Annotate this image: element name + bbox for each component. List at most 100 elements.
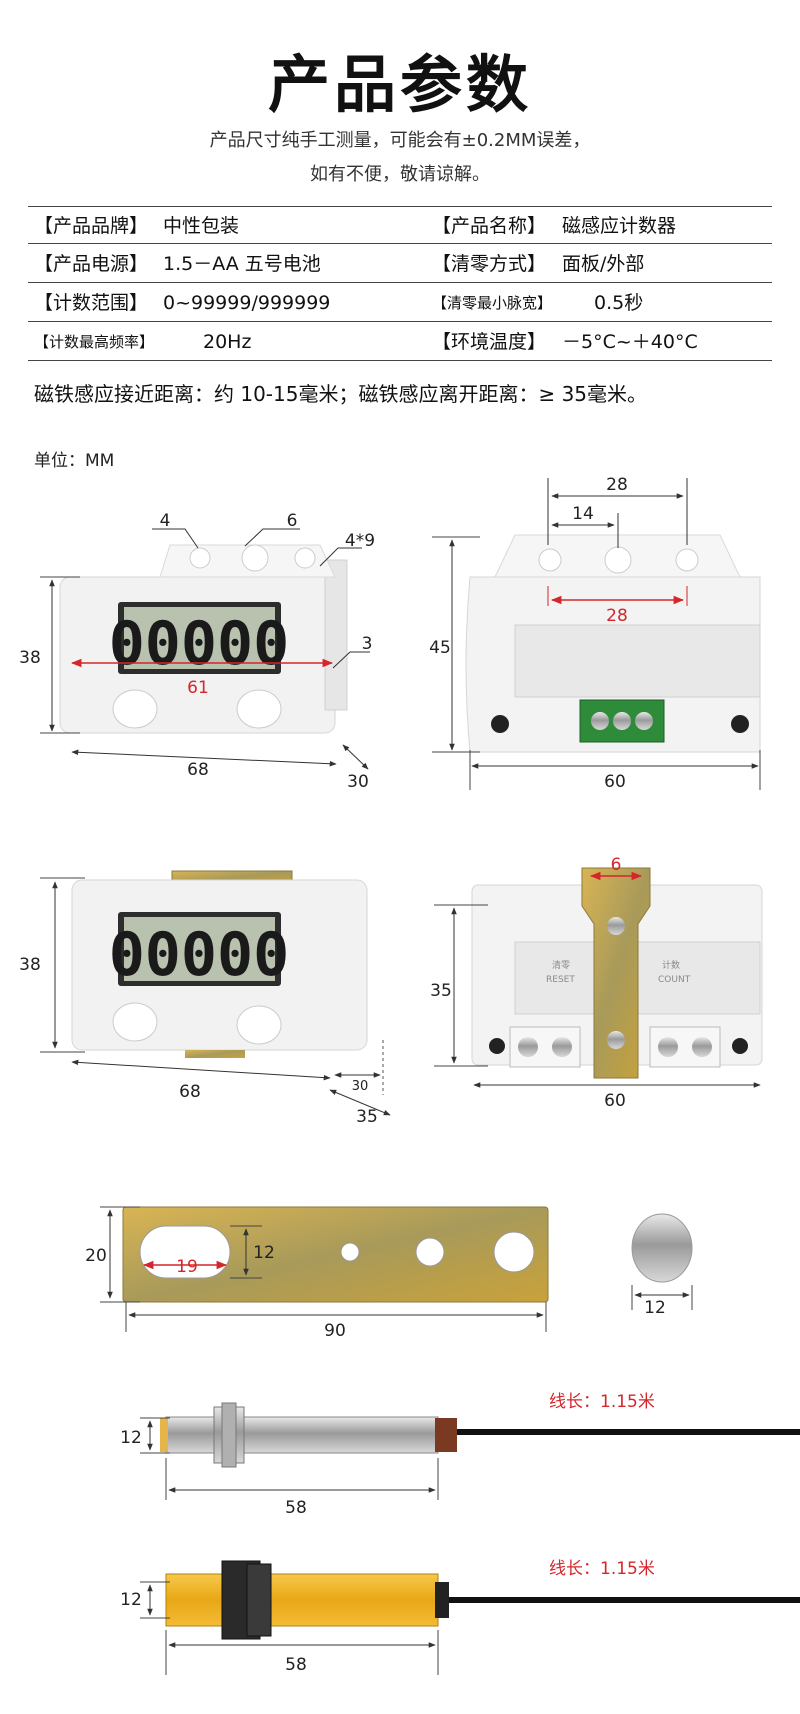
dim-label: 28 [606,475,628,495]
dim-label: 90 [324,1321,346,1341]
dim-label: 35 [356,1107,378,1127]
reset-button [112,1002,158,1042]
mount-hole [241,544,269,572]
reset-label: 清零 [552,959,570,971]
page-title: 产品参数 [267,48,532,121]
count-button [236,689,282,729]
spec-value: 1.5－AA 五号电池 [163,253,321,275]
bracket-plate [122,1206,549,1303]
magnet-distance-text: 磁铁感应接近距离：约 10-15毫米；磁铁感应离开距离：≥ 35毫米。 [34,382,648,406]
spec-key: 【产品电源】 [34,253,149,275]
screw-hole [731,715,749,733]
mount-hole [675,548,699,572]
counter-back-view: 28 14 28 45 60 [429,475,761,792]
dim-label: 38 [19,648,41,668]
screw-hole [491,715,509,733]
dim-label: 68 [187,760,209,780]
spec-key: 【清零方式】 [432,253,547,275]
dim-label: 45 [429,638,451,658]
bracket-screw [607,917,625,935]
count-label-en: COUNT [658,975,691,985]
dim-label: 58 [285,1655,307,1675]
dim-label: 35 [430,981,452,1001]
dim-label: 6 [287,511,298,531]
count-label: 计数 [662,959,680,971]
lcd-digits: 00000 [109,609,290,679]
spec-value: －5°C~＋40°C [562,331,698,353]
mount-hole [294,547,316,569]
measurement-note: 产品尺寸纯手工测量，可能会有±0.2MM误差， [209,130,591,151]
proximity-sensor-metal: 线长：1.15米 12 58 [120,1392,800,1518]
dim-label: 12 [253,1243,275,1263]
bracket-hole [340,1242,360,1262]
reset-label-en: RESET [546,975,575,985]
spec-key: 【计数范围】 [34,292,149,314]
spec-row: 【计数最高频率】 20Hz 【环境温度】 －5°C~＋40°C [28,323,772,361]
sensor-cap [435,1582,449,1618]
sensor-barrel [165,1573,439,1627]
spec-row: 【计数范围】 0~99999/999999 【清零最小脉宽】 0.5秒 [28,284,772,322]
dim-label: 4*9 [345,531,375,551]
spec-key: 【计数最高频率】 [34,333,155,351]
dim-line [342,744,369,770]
battery-cover [514,624,761,698]
unit-label: 单位：MM [34,451,115,471]
dim-label: 12 [644,1298,666,1318]
dim-label: 58 [285,1498,307,1518]
dim-label: 4 [160,511,171,531]
spec-key: 【环境温度】 [432,331,547,353]
mount-hole [538,548,562,572]
count-button [236,1005,282,1045]
dim-label: 3 [362,634,373,654]
dim-line [71,749,337,767]
wire-length-label: 线长：1.15米 [549,1559,655,1579]
sensor-barrel [165,1416,439,1454]
dim-label: 12 [120,1590,142,1610]
sensor-cap [435,1418,457,1452]
mounting-bracket: 20 19 12 90 [85,1206,549,1341]
dim-line [71,1059,331,1081]
dim-label: 60 [604,772,626,792]
dim-label: 6 [611,855,622,875]
magnet-disc [631,1213,693,1283]
spec-value: 20Hz [203,331,252,353]
lcd-screen [124,917,275,981]
dim-label: 38 [19,955,41,975]
bracket-screw [607,1031,625,1049]
spec-key: 【产品名称】 [432,215,547,237]
counter-back-view-bracket: 清零 RESET 计数 COUNT 6 35 60 [430,855,763,1111]
spec-key: 【产品品牌】 [34,215,149,237]
dim-label: 30 [347,772,369,792]
mount-hole [604,546,632,574]
dim-label: 60 [604,1091,626,1111]
spec-value: 0~99999/999999 [163,292,331,314]
spec-value: 面板/外部 [562,253,645,275]
mount-hole [189,547,211,569]
reset-button [112,689,158,729]
counter-front-view-bracket: 00000 38 68 30 35 [19,870,391,1127]
dim-label: 28 [606,606,628,626]
proximity-sensor-yellow: 线长：1.15米 12 58 [120,1559,800,1675]
wire-length-label: 线长：1.15米 [549,1392,655,1412]
bracket-hole [415,1237,445,1267]
dim-label: 68 [179,1082,201,1102]
magnet: 12 [631,1213,693,1318]
dim-label: 30 [352,1079,369,1094]
spec-value: 0.5秒 [594,292,644,314]
lcd-digits: 00000 [109,920,290,990]
screw-hole [732,1038,748,1054]
dim-line [329,1089,391,1116]
spec-key: 【清零最小脉宽】 [432,294,553,312]
bracket-hole [493,1231,535,1273]
metal-bracket [581,867,651,1079]
spec-row: 【产品电源】 1.5－AA 五号电池 【清零方式】 面板/外部 [28,245,772,283]
apology-note: 如有不便，敬请谅解。 [310,164,490,185]
dim-label: 20 [85,1246,107,1266]
dim-label: 14 [572,504,594,524]
counter-front-view: 00000 61 38 68 30 4 6 4*9 3 [19,511,375,792]
dim-label: 12 [120,1428,142,1448]
dim-label: 61 [187,678,209,698]
spec-row: 【产品品牌】 中性包装 【产品名称】 磁感应计数器 [28,206,772,244]
lcd-screen [124,607,275,669]
